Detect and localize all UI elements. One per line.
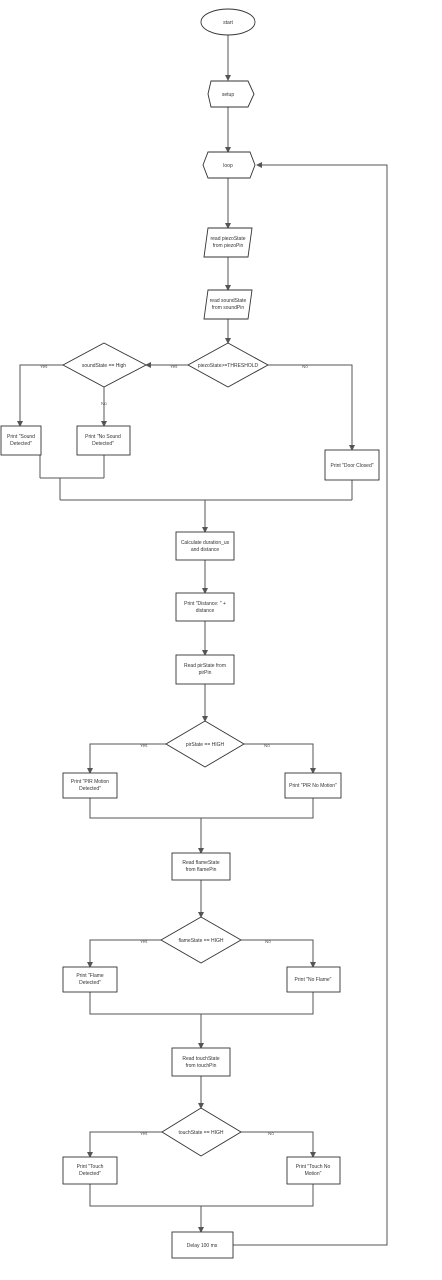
edge-label-no-sound: No <box>101 401 107 406</box>
node-read-touch-line1: Read touchState <box>182 1056 219 1062</box>
edge-label-yes-sound: Yes <box>40 364 48 369</box>
node-calc-distance: Calculate duration_us and distance <box>175 531 235 561</box>
node-read-piezo-line2: from piezoPin <box>213 243 244 249</box>
node-print-sound: Print "Sound Detected" <box>0 425 42 456</box>
edge-labels: Yes No Yes No Yes No Yes No Yes No <box>40 364 308 1136</box>
node-delay: Delay 100 ms <box>171 1231 234 1259</box>
node-read-sound-line1: read soundState <box>210 298 247 304</box>
node-touch-decision: touchState == HIGH <box>161 1107 242 1157</box>
node-sound-decision-label: soundState == High <box>82 363 126 369</box>
node-print-flame-line2: Detected" <box>79 980 101 986</box>
node-print-touch: Print "Touch Detected" <box>62 1156 118 1185</box>
node-print-touch-no-motion-line2: Motion" <box>305 1171 322 1177</box>
node-piezo-decision-label: piezoState>=THRESHOLD <box>198 363 259 369</box>
node-read-pir-line2: pirPin <box>199 670 212 676</box>
node-print-distance-line1: Print "Distance: " + <box>184 601 226 607</box>
node-flame-decision: flameState == HIGH <box>160 916 242 964</box>
node-calc-distance-line1: Calculate duration_us <box>181 540 230 546</box>
node-read-pir: Read pirState from pirPin <box>175 654 235 685</box>
node-print-pir-motion-line1: Print "PIR Motion <box>71 779 109 785</box>
node-read-flame-line2: from flamePin <box>186 867 217 873</box>
node-print-no-sound: Print "No Sound Detected" <box>76 425 131 456</box>
node-print-touch-no-motion: Print "Touch No Motion" <box>286 1156 341 1185</box>
node-print-touch-no-motion-line1: Print "Touch No <box>296 1164 331 1170</box>
node-pir-decision: pirState == HIGH <box>165 720 245 768</box>
node-print-pir-motion: Print "PIR Motion Detected" <box>62 772 118 799</box>
node-read-sound: read soundState from soundPin <box>203 289 253 320</box>
node-read-sound-line2: from soundPin <box>212 305 244 311</box>
node-print-flame-line1: Print "Flame <box>76 973 104 979</box>
node-print-pir-no-motion-label: Print "PIR No Motion" <box>289 783 337 789</box>
edge-label-no-flame: No <box>265 939 271 944</box>
edge-label-no-touch: No <box>268 1131 274 1136</box>
node-print-flame: Print "Flame Detected" <box>62 966 118 993</box>
node-print-no-sound-line1: Print "No Sound <box>85 434 121 440</box>
edge-label-yes-touch: Yes <box>140 1131 148 1136</box>
node-pir-decision-label: pirState == HIGH <box>186 742 225 748</box>
node-print-distance-line2: distance <box>196 608 215 614</box>
node-print-door: Print "Door Closed" <box>324 449 380 481</box>
node-touch-decision-label: touchState == HIGH <box>178 1130 223 1136</box>
node-print-distance: Print "Distance: " + distance <box>175 592 235 622</box>
node-read-flame: Read flameState from flamePin <box>171 852 231 881</box>
edge-label-yes-flame: Yes <box>140 939 148 944</box>
node-flame-decision-label: flameState == HIGH <box>178 938 223 944</box>
node-delay-label: Delay 100 ms <box>187 1243 218 1249</box>
edge-label-yes-piezo: Yes <box>170 364 178 369</box>
node-loop-label: loop <box>223 163 233 169</box>
node-print-pir-motion-line2: Detected" <box>79 786 101 792</box>
node-print-door-label: Print "Door Closed" <box>330 463 373 469</box>
node-print-pir-no-motion: Print "PIR No Motion" <box>284 772 342 799</box>
connectors <box>17 35 388 1246</box>
node-print-touch-line2: Detected" <box>79 1171 101 1177</box>
node-loop: loop <box>202 151 256 179</box>
node-calc-distance-line2: and distance <box>191 547 220 553</box>
node-setup-label: setup <box>222 92 234 98</box>
node-read-piezo-line1: read piezoState <box>210 236 245 242</box>
node-read-touch-line2: from touchPin <box>186 1063 217 1069</box>
node-start: start <box>200 8 256 36</box>
edge-label-no-piezo: No <box>302 364 308 369</box>
node-read-pir-line1: Read pirState from <box>184 663 226 669</box>
node-print-touch-line1: Print "Touch <box>77 1164 104 1170</box>
node-print-no-flame-label: Print "No Flame" <box>295 977 332 983</box>
node-read-flame-line1: Read flameState <box>182 860 219 866</box>
node-print-no-sound-line2: Detected" <box>92 441 114 447</box>
node-setup: setup <box>207 80 255 108</box>
node-start-label: start <box>223 20 233 26</box>
edge-label-no-pir: No <box>264 743 270 748</box>
node-print-sound-line2: Detected" <box>10 441 32 447</box>
node-read-piezo: read piezoState from piezoPin <box>203 227 253 258</box>
edge-label-yes-pir: Yes <box>140 743 148 748</box>
node-print-no-flame: Print "No Flame" <box>286 966 341 993</box>
node-piezo-decision: piezoState>=THRESHOLD <box>187 342 269 388</box>
node-sound-decision: soundState == High <box>62 342 147 388</box>
node-print-sound-line1: Print "Sound <box>7 434 35 440</box>
node-read-touch: Read touchState from touchPin <box>171 1047 231 1077</box>
